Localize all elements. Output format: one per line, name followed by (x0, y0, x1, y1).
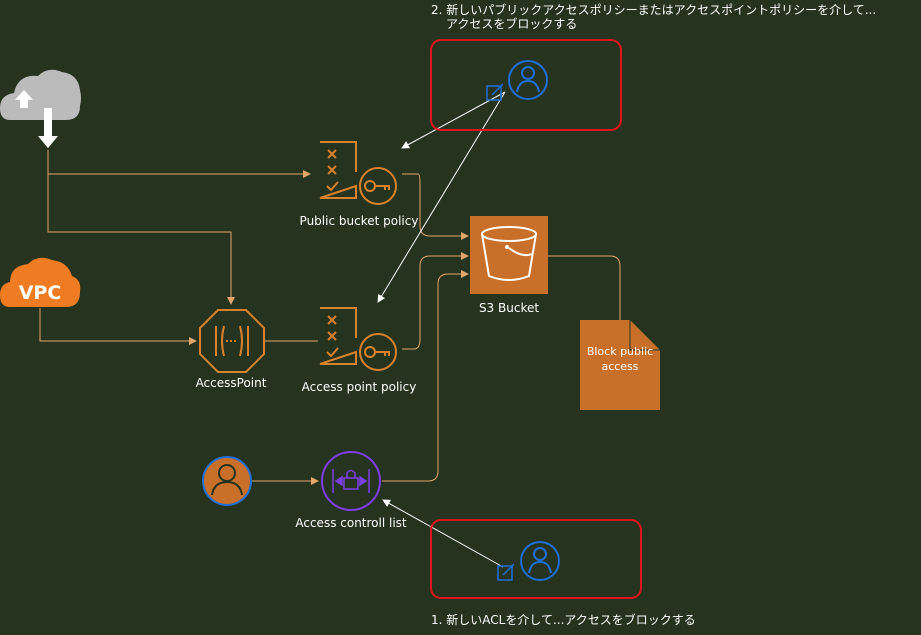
access-control-list-icon (321, 451, 381, 511)
cloud-upload-icon (0, 69, 81, 148)
policy-checklist-key-icon (319, 307, 397, 371)
edge-ap-policy-to-s3 (402, 252, 469, 350)
access-control-list-label: Access controll list (295, 516, 407, 530)
block-arrows (377, 91, 506, 568)
policy-checklist-key-icon (319, 141, 397, 205)
access-point-icon (199, 309, 265, 373)
block-public-access-label: Block public access (586, 345, 654, 373)
edge-vpc-to-accesspoint (39, 308, 197, 345)
vpc-label: VPC (19, 282, 62, 304)
arrow-to-acl (382, 499, 504, 568)
user-icon (520, 541, 560, 581)
vpc-cloud-icon: VPC (0, 257, 81, 307)
edge-acl-to-s3 (382, 270, 469, 482)
edge-s3-to-block-public-access (548, 255, 621, 320)
access-point-policy-label: Access point policy (301, 380, 417, 394)
highlight-box-bottom (430, 519, 642, 599)
edge-internet-to-accesspoint (47, 150, 235, 305)
edit-icon (497, 563, 515, 581)
s3-bucket-icon (470, 216, 548, 294)
user-icon (202, 456, 252, 506)
connectors (39, 150, 621, 485)
public-bucket-policy-label: Public bucket policy (299, 214, 419, 228)
note-top-line1: 2. 新しいパブリックアクセスポリシーまたはアクセスポイントポリシーを介して..… (431, 3, 877, 17)
user-icon (508, 60, 548, 100)
edge-internet-to-public-policy (47, 150, 311, 178)
note-top-line2: アクセスをブロックする (446, 17, 578, 31)
s3-bucket-label: S3 Bucket (478, 301, 540, 315)
edit-icon (486, 83, 504, 101)
document-icon (580, 320, 660, 410)
note-bottom: 1. 新しいACLを介して...アクセスをブロックする (431, 613, 696, 627)
arrow-to-public-policy (401, 91, 506, 149)
arrow-to-ap-policy (377, 91, 506, 303)
access-point-label: AccessPoint (195, 376, 267, 390)
highlight-box-top (430, 39, 622, 131)
edge-public-policy-to-s3 (402, 173, 469, 240)
